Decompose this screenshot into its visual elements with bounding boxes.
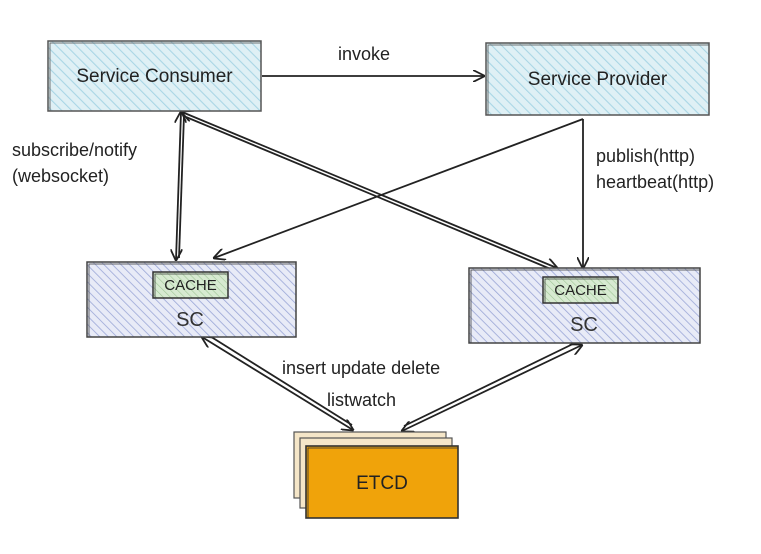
subscribe-label-line2: (websocket) [12, 166, 109, 186]
etcd-label: ETCD [356, 473, 408, 494]
subscribe-label-line1: subscribe/notify [12, 140, 137, 160]
sc-right-cache-label: CACHE [554, 282, 607, 299]
right-sc-etcd-arrow-shadow [403, 340, 580, 427]
left-sc-etcd-arrow [202, 337, 353, 430]
service-consumer-node: Service Consumer [47, 40, 262, 112]
left-sc-etcd-arrow-shadow [204, 332, 353, 426]
sc-left-cache-badge: CACHE [152, 271, 229, 299]
publish-label-line2: heartbeat(http) [596, 172, 714, 192]
sc-left-label: SC [176, 309, 204, 331]
service-provider-label: Service Provider [528, 69, 668, 90]
sc-left-cache-label: CACHE [164, 277, 217, 294]
invoke-label: invoke [338, 44, 390, 64]
service-provider-node: Service Provider [485, 42, 710, 116]
consumer-to-right-sc-arrow-shadow [185, 116, 554, 271]
right-sc-etcd-arrow [402, 345, 582, 431]
etcd-ops-label-line1: insert update delete [282, 358, 440, 378]
sc-left-node: CACHE SC [86, 261, 297, 338]
etcd-ops-label-line2: listwatch [327, 390, 396, 410]
service-consumer-label: Service Consumer [76, 66, 233, 87]
sc-right-cache-badge: CACHE [542, 276, 619, 304]
edges [176, 76, 583, 431]
consumer-to-right-sc-arrow [182, 112, 557, 268]
etcd-node: ETCD [293, 431, 459, 519]
publish-label-line1: publish(http) [596, 146, 695, 166]
provider-to-left-sc-arrow [214, 118, 584, 258]
sc-right-node: CACHE SC [468, 267, 701, 344]
sc-right-label: SC [570, 314, 598, 336]
